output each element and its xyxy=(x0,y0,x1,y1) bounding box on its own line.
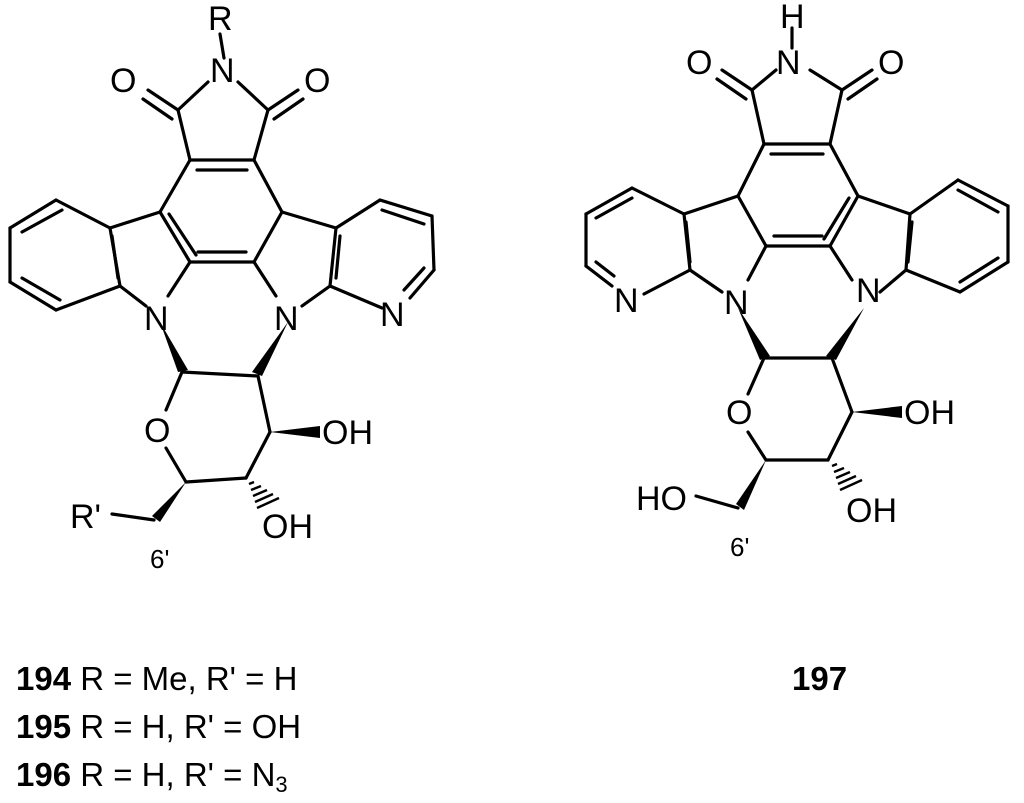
caption-195: 195 R = H, R' = OH xyxy=(16,708,301,746)
caption-197: 197 xyxy=(792,660,847,698)
compound-number-195: 195 xyxy=(16,708,72,745)
pyridine-nitrogen-label: N xyxy=(614,282,639,320)
caption-194-text: R = Me, R' = H xyxy=(71,660,298,697)
indole-nitrogen-left-label: N xyxy=(724,284,749,322)
caption-196-subscript: 3 xyxy=(275,772,288,797)
carbonyl-oxygen-right-label: O xyxy=(878,44,904,82)
carbonyl-oxygen-right-label: O xyxy=(304,62,330,100)
hydroxyl-lower-label: OH xyxy=(262,508,313,546)
position-6-prime-label: 6' xyxy=(150,544,169,574)
ring-oxygen-label: O xyxy=(726,394,752,432)
hydroxyl-upper-label: OH xyxy=(322,414,373,452)
carbonyl-oxygen-left-label: O xyxy=(110,62,136,100)
left-molecule: R N O O N N N O OH OH R' 6' xyxy=(8,0,436,574)
compound-number-197: 197 xyxy=(792,660,848,697)
compound-number-194: 194 xyxy=(16,660,72,697)
r-prime-label: R' xyxy=(70,498,101,536)
hydroxyl-lower-label: OH xyxy=(846,492,897,530)
caption-195-text: R = H, R' = OH xyxy=(71,708,302,745)
indole-nitrogen-right-label: N xyxy=(274,300,299,338)
right-molecule: H N O O N N N O OH OH HO 6' xyxy=(584,0,1010,562)
indole-nitrogen-right-label: N xyxy=(856,272,881,310)
imide-nitrogen-label: N xyxy=(776,44,801,82)
ring-oxygen-label: O xyxy=(144,412,170,450)
pyridine-nitrogen-label: N xyxy=(380,296,405,334)
indole-nitrogen-left-label: N xyxy=(144,300,169,338)
caption-194: 194 R = Me, R' = H xyxy=(16,660,297,698)
position-6-prime-label: 6' xyxy=(730,532,749,562)
hydroxymethyl-label: HO xyxy=(636,480,687,518)
r-substituent-label: R xyxy=(208,0,233,38)
caption-196: 196 R = H, R' = N3 xyxy=(16,756,288,798)
caption-196-text: R = H, R' = N xyxy=(71,756,276,793)
imide-nitrogen-label: N xyxy=(210,52,235,90)
imide-hydrogen-label: H xyxy=(780,0,805,36)
compound-number-196: 196 xyxy=(16,756,72,793)
carbonyl-oxygen-left-label: O xyxy=(686,44,712,82)
hydroxyl-upper-label: OH xyxy=(904,394,955,432)
